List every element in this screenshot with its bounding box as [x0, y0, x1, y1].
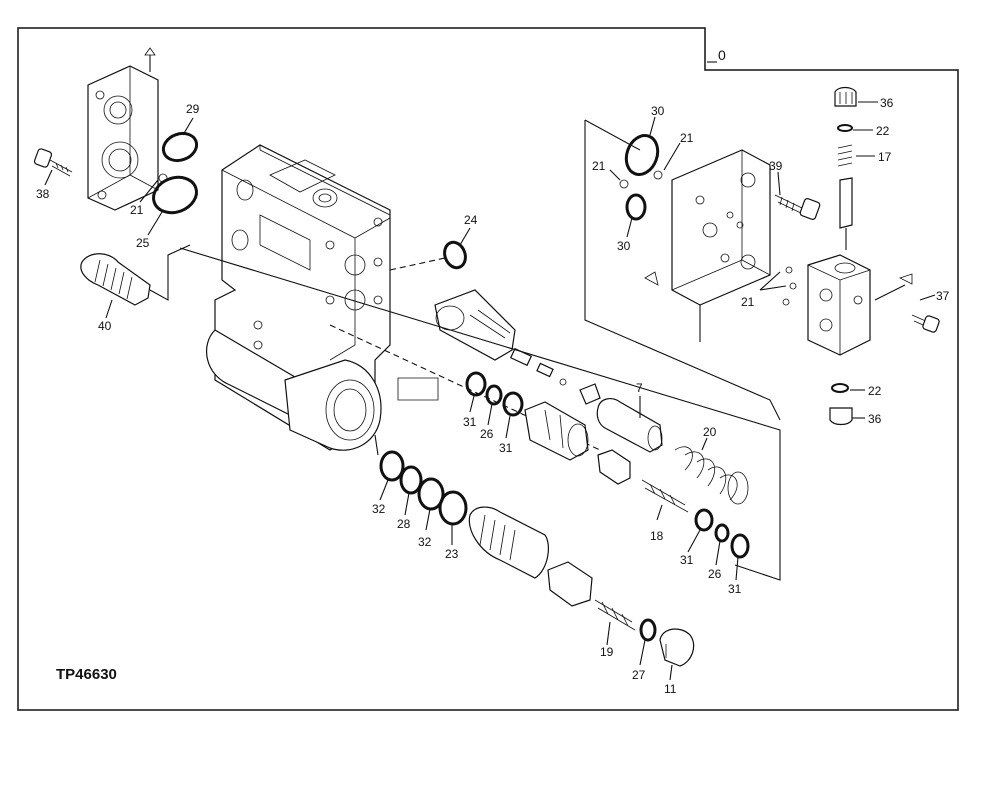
callout-24: 24	[464, 213, 478, 227]
callout-11: 11	[664, 682, 677, 696]
poppet	[597, 449, 689, 513]
valve-block-right	[782, 254, 913, 356]
o-ring-21b	[653, 170, 663, 180]
callout-32: 32	[418, 535, 432, 549]
callout-30: 30	[651, 104, 665, 118]
callout-36: 36	[868, 412, 882, 426]
callout-23: 23	[445, 547, 459, 561]
ring-26a	[485, 384, 503, 406]
callout-20: 20	[703, 425, 717, 439]
callout-30: 30	[617, 239, 631, 253]
figure-reference-code: TP46630	[56, 666, 117, 683]
o-ring-24	[443, 240, 467, 270]
screw-38	[33, 148, 73, 177]
fitting-40	[80, 244, 191, 306]
callout-36: 36	[880, 96, 894, 110]
callout-31: 31	[463, 415, 477, 429]
right-cover-plate	[644, 149, 771, 306]
o-ring-30b	[625, 193, 647, 221]
ring-22b	[831, 383, 849, 393]
callout-29: 29	[186, 102, 200, 116]
callout-7: 7	[636, 381, 643, 395]
ring-27	[639, 618, 657, 642]
callout-28: 28	[397, 517, 411, 531]
callout-39: 39	[769, 159, 783, 173]
ring-31b	[502, 391, 524, 417]
callout-21: 21	[741, 295, 755, 309]
callout-31: 31	[499, 441, 513, 455]
diagram-border	[17, 27, 959, 711]
piston-7	[596, 398, 663, 453]
o-ring-25	[152, 175, 198, 215]
screw-39	[774, 194, 821, 220]
sleeve	[524, 401, 589, 461]
cap-36-bottom	[829, 407, 853, 426]
callout-31: 31	[728, 582, 742, 596]
ring-31c	[694, 508, 714, 532]
callout-37: 37	[936, 289, 950, 303]
ring-32b	[417, 477, 445, 511]
callout-17: 17	[878, 150, 892, 164]
callout-22: 22	[868, 384, 882, 398]
callout-18: 18	[650, 529, 664, 543]
ring-31a	[465, 371, 487, 397]
callout-22: 22	[876, 124, 890, 138]
valve-body	[206, 144, 439, 456]
callout-26: 26	[708, 567, 722, 581]
callout-32: 32	[372, 502, 386, 516]
callout-26: 26	[480, 427, 494, 441]
callout-38: 38	[36, 187, 50, 201]
spring-20	[674, 446, 749, 505]
cap-36-top	[834, 86, 857, 107]
callout-25: 25	[136, 236, 150, 250]
cover-plate	[87, 47, 159, 211]
ring-28	[399, 465, 423, 495]
stem-17	[837, 144, 853, 250]
callout-31: 31	[680, 553, 694, 567]
o-ring-21-small	[158, 173, 168, 183]
assembly-outline	[179, 247, 781, 581]
leader-lines	[44, 101, 936, 681]
corner-tag: 0	[718, 47, 726, 63]
o-ring-29	[161, 131, 199, 163]
plug-11	[659, 628, 695, 667]
o-ring-30a	[624, 134, 660, 176]
ring-32a	[379, 450, 405, 482]
callout-27: 27	[632, 668, 646, 682]
ring-23	[438, 490, 468, 526]
right-assembly-outline	[584, 120, 781, 421]
callout-40: 40	[98, 319, 112, 333]
ring-22a	[837, 124, 853, 132]
callout-19: 19	[600, 645, 614, 659]
o-ring-21c	[619, 179, 629, 189]
callout-21: 21	[592, 159, 606, 173]
ring-31d	[730, 533, 750, 559]
callout-21: 21	[130, 203, 144, 217]
relief-valve-cartridge	[468, 506, 636, 631]
callout-21: 21	[680, 131, 694, 145]
screw-37	[911, 314, 940, 333]
ring-26b	[714, 523, 730, 543]
